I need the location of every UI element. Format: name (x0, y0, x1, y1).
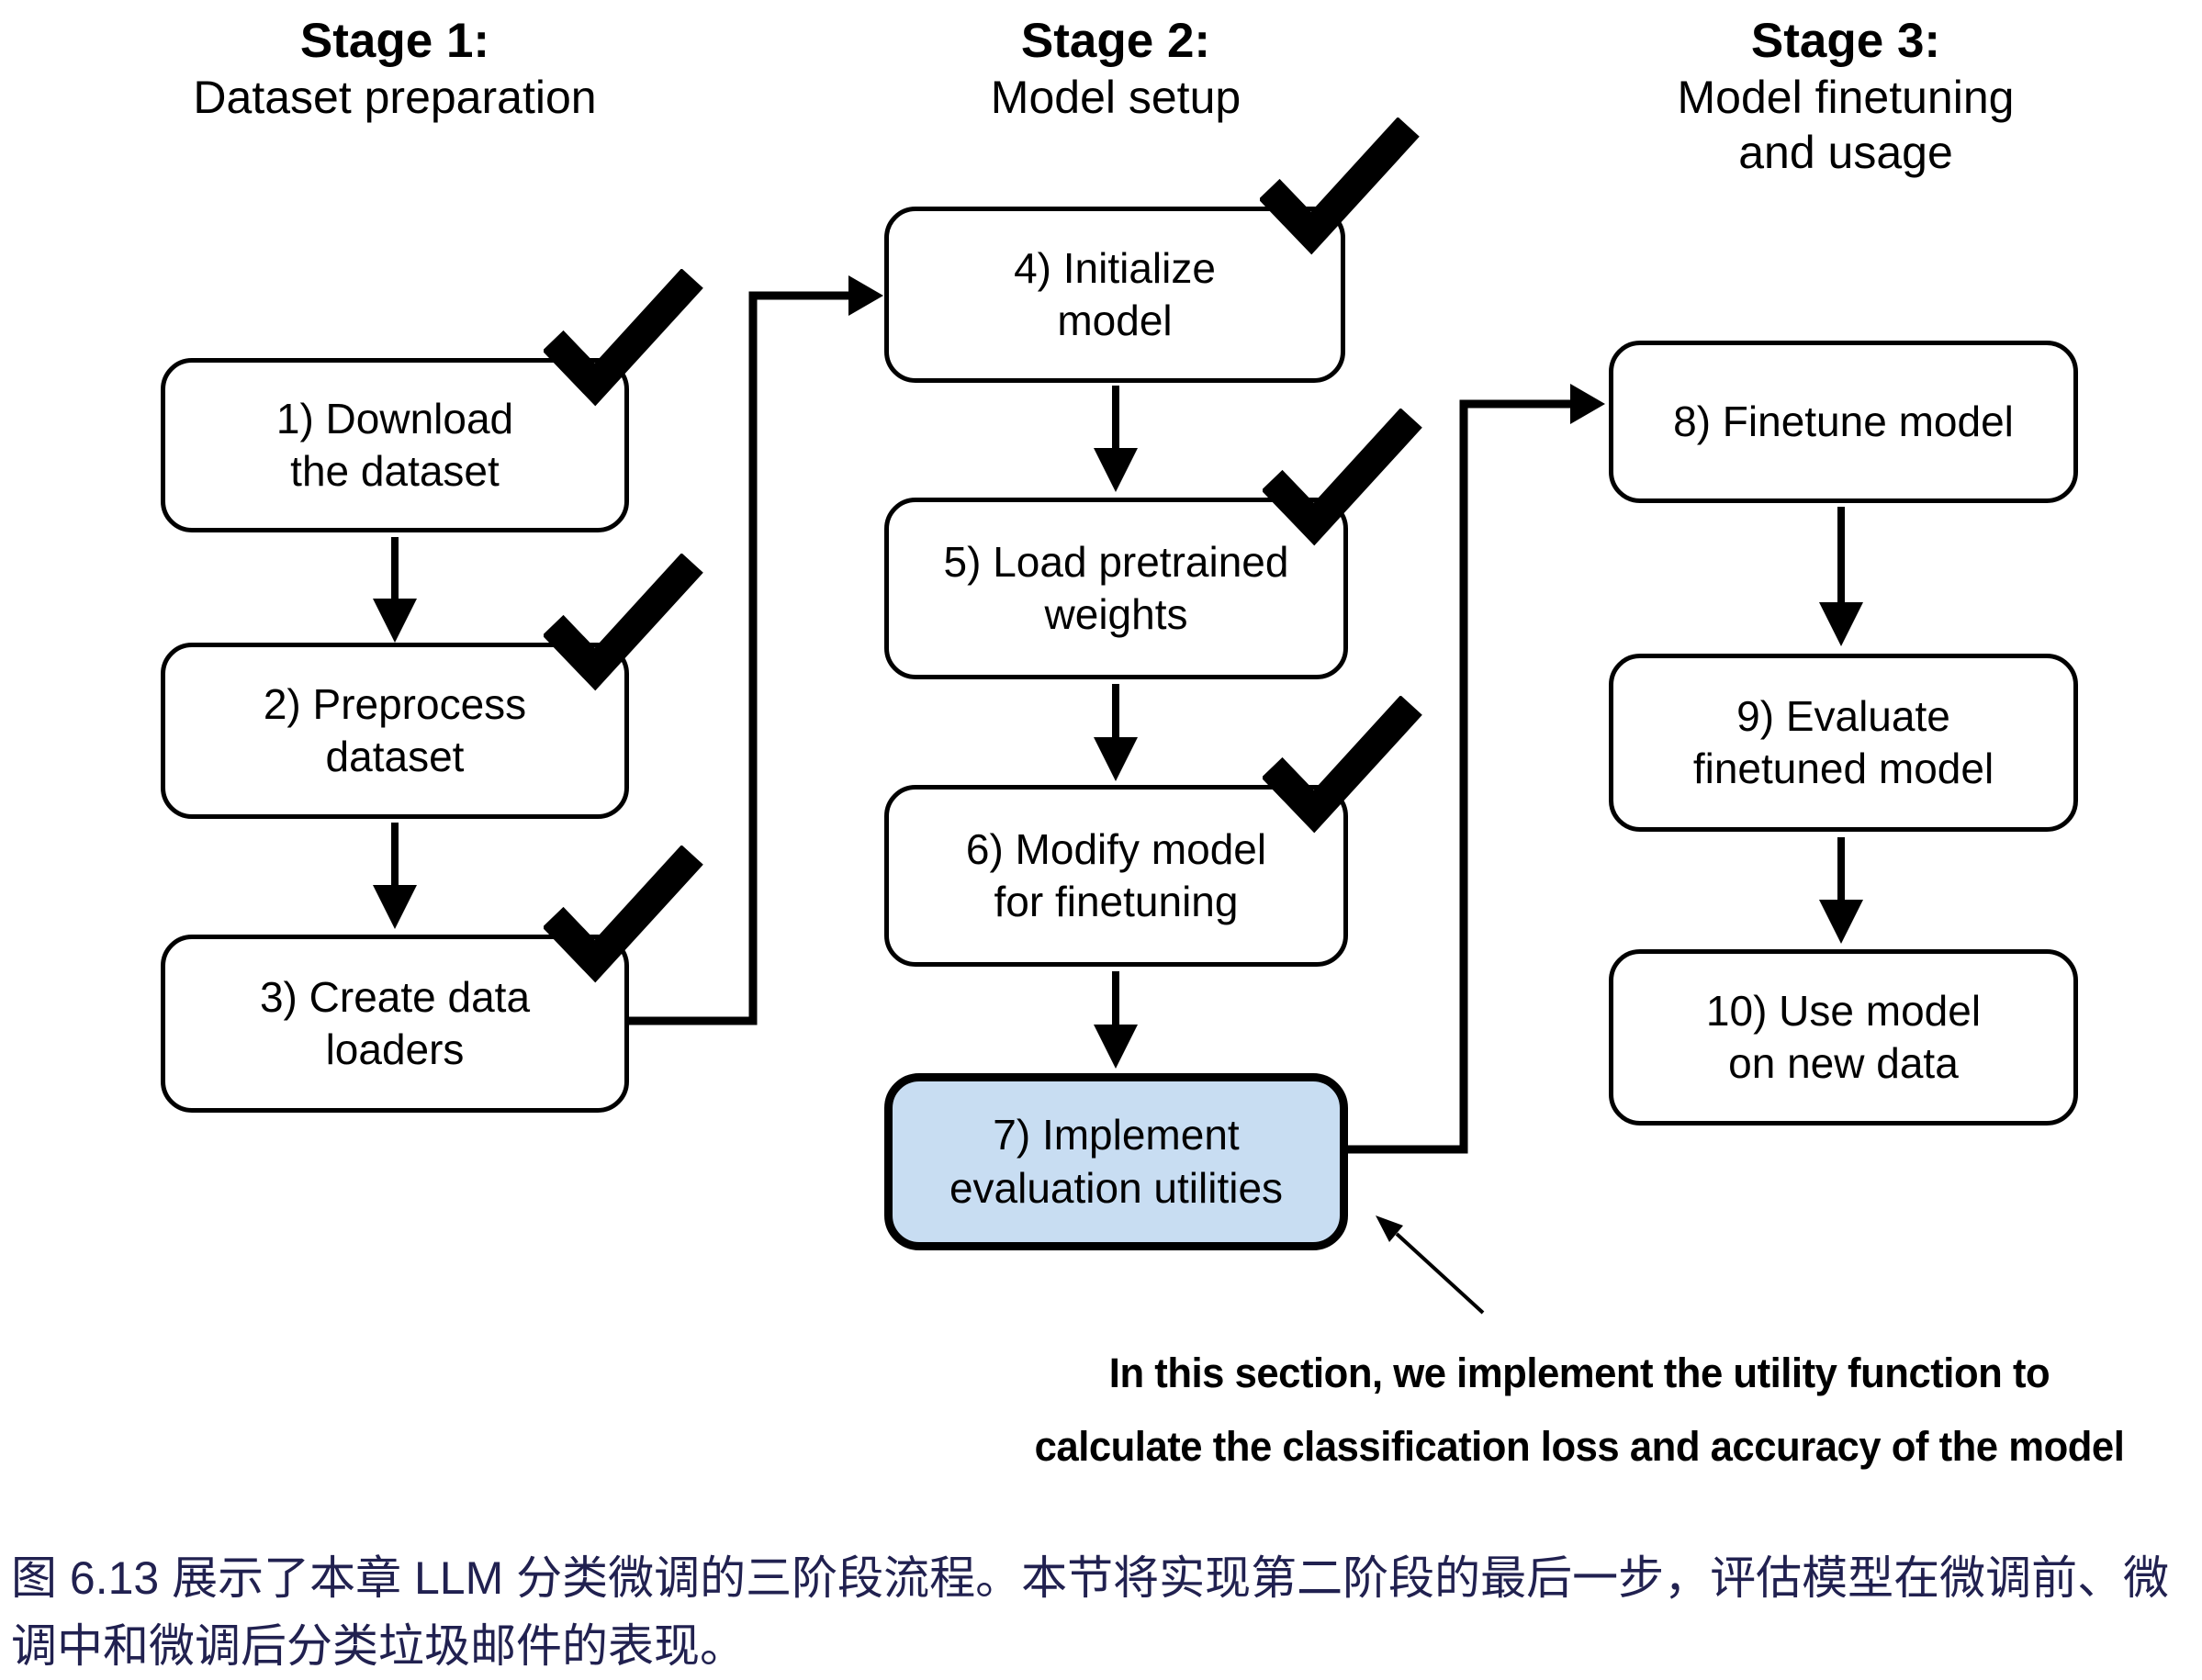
annotation-arrow (1376, 1215, 1485, 1315)
arrow-down-icon (373, 537, 417, 643)
arrow-down-icon (1094, 971, 1138, 1069)
arrow-down-icon (1819, 837, 1863, 944)
box-label: 7) Implement evaluation utilities (949, 1111, 1284, 1212)
annotation-text: In this section, we implement the utilit… (1034, 1350, 2125, 1470)
check-mark-icon (1260, 118, 1420, 255)
check-mark-icon (544, 554, 703, 691)
check-mark-icon (544, 846, 703, 983)
box-label: 3) Create data loaders (259, 972, 531, 1073)
arrow-down-icon (1819, 507, 1863, 646)
check-mark-icon (544, 269, 703, 407)
stage2-header: Stage 2: Model setup (826, 13, 1405, 125)
stage3-title: Stage 3: (1750, 14, 1941, 68)
flow-box-4-initialize-model: 4) Initialize model (884, 118, 1420, 383)
box-label: 1) Download the dataset (275, 394, 514, 495)
flow-box-6-modify-model-for-finetuning: 6) Modify model for finetuning (884, 696, 1422, 967)
arrow-down-icon (373, 823, 417, 929)
check-mark-icon (1263, 409, 1422, 546)
stage3-subtitle: Model finetuning and usage (1677, 72, 2015, 178)
flow-box-2-preprocess-dataset: 2) Preprocess dataset (161, 554, 703, 819)
box-label: 2) Preprocess dataset (263, 679, 527, 780)
box-label: 5) Load pretrained weights (943, 537, 1289, 638)
flow-box-3-create-data-loaders: 3) Create data loaders (161, 846, 703, 1113)
stage1-header: Stage 1: Dataset preparation (83, 13, 707, 125)
stage2-title: Stage 2: (1020, 14, 1211, 68)
box-label: 8) Finetune model (1673, 397, 2014, 445)
flow-box-7-implement-evaluation-utilities: 7) Implement evaluation utilities (884, 1073, 1348, 1250)
box-label: 10) Use model on new data (1705, 986, 1982, 1087)
box-label: 6) Modify model for finetuning (965, 824, 1267, 925)
connector-box7-to-box8 (1341, 384, 1605, 1154)
check-mark-icon (1263, 696, 1422, 834)
flow-box-9-evaluate-finetuned-model: 9) Evaluate finetuned model (1609, 654, 2078, 832)
stage2-subtitle: Model setup (990, 72, 1241, 123)
connector-box3-to-box4 (626, 275, 883, 1025)
arrow-down-icon (1094, 386, 1138, 492)
box-label: 4) Initialize model (1014, 243, 1216, 344)
stage3-header: Stage 3: Model finetuning and usage (1561, 13, 2130, 180)
flow-box-5-load-pretrained-weights: 5) Load pretrained weights (884, 409, 1422, 679)
flow-box-8-finetune-model: 8) Finetune model (1609, 341, 2078, 503)
stage1-subtitle: Dataset preparation (193, 72, 597, 123)
flow-box-1-download-dataset: 1) Download the dataset (161, 269, 703, 532)
figure-caption: 图 6.13 展示了本章 LLM 分类微调的三阶段流程。本节将实现第二阶段的最后… (11, 1552, 2170, 1672)
flow-box-10-use-model-on-new-data: 10) Use model on new data (1609, 949, 2078, 1126)
stage1-title: Stage 1: (299, 14, 490, 68)
box-label: 9) Evaluate finetuned model (1692, 691, 1994, 792)
arrow-down-icon (1094, 684, 1138, 781)
